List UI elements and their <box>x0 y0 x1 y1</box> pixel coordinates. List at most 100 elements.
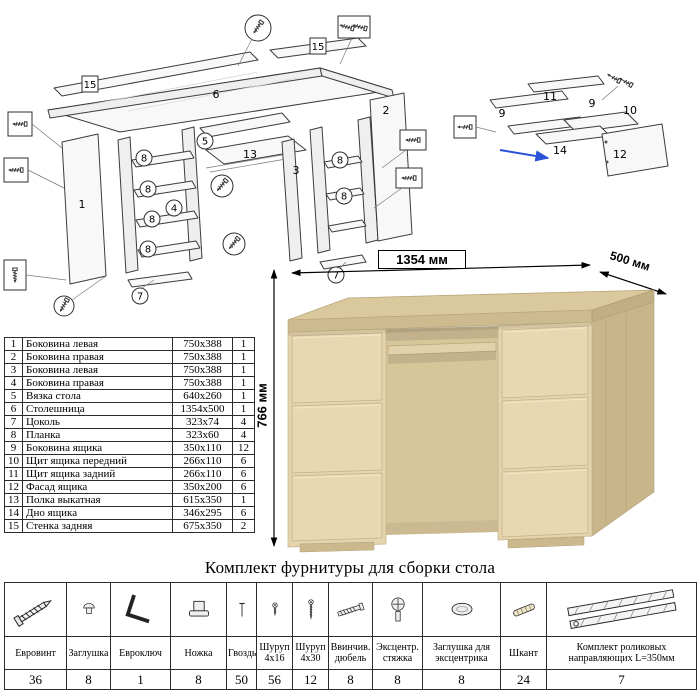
callout-9-a: 9 <box>499 107 506 120</box>
part-name: Щит ящика передний <box>22 454 173 468</box>
callout-15-a: 15 <box>84 80 97 91</box>
part-qty: 12 <box>232 441 255 455</box>
part-size: 750x388 <box>172 376 233 390</box>
part-name: Боковина левая <box>22 337 173 351</box>
part-num: 4 <box>4 376 23 390</box>
nail-icon <box>238 602 245 618</box>
part-num: 15 <box>4 519 23 533</box>
part-num: 11 <box>4 467 23 481</box>
part-qty: 2 <box>232 519 255 533</box>
part-size: 1354x500 <box>172 402 233 416</box>
callout-6: 6 <box>213 88 220 101</box>
part-num: 7 <box>4 415 23 429</box>
part-num: 13 <box>4 493 23 507</box>
part-size: 323x60 <box>172 428 233 442</box>
callout-14: 14 <box>553 144 567 157</box>
hardware-icons-row <box>4 582 697 637</box>
callout-8-b: 8 <box>145 185 151 196</box>
part-num: 8 <box>4 428 23 442</box>
hardware-name: Шкант <box>500 636 547 670</box>
callout-7-left: 7 <box>137 292 143 303</box>
hardware-qty: 36 <box>4 669 67 690</box>
callout-15-b: 15 <box>312 42 325 53</box>
part-num: 2 <box>4 350 23 364</box>
part-qty: 1 <box>232 402 255 416</box>
cam-lock-icon <box>390 597 405 621</box>
wood-dowel-icon <box>512 603 535 616</box>
callout-10: 10 <box>623 104 637 117</box>
hardware-qty: 50 <box>226 669 257 690</box>
part-qty: 1 <box>232 350 255 364</box>
part-size: 350x110 <box>172 441 233 455</box>
hardware-detail-callouts <box>3 14 427 317</box>
part-size: 675x350 <box>172 519 233 533</box>
callout-3: 3 <box>293 164 300 177</box>
hardware-qty-row: 36 8 1 8 50 56 12 8 8 8 24 7 <box>4 669 697 690</box>
part-qty: 6 <box>232 506 255 520</box>
hardware-qty: 24 <box>500 669 547 690</box>
part-qty: 1 <box>232 493 255 507</box>
callout-9-b: 9 <box>589 97 596 110</box>
exploded-diagram-main: 15 15 6 2 1 3 13 5 8 8 8 8 4 7 8 <box>3 14 427 317</box>
part-size: 266x110 <box>172 454 233 468</box>
callout-8-e: 8 <box>337 156 343 167</box>
callout-13: 13 <box>243 148 257 161</box>
part-name: Фасад ящика <box>22 480 173 494</box>
callout-4: 4 <box>171 204 177 215</box>
hardware-qty: 7 <box>546 669 697 690</box>
keyboard-tray <box>387 341 497 356</box>
part-name: Боковина левая <box>22 363 173 377</box>
hardware-qty: 8 <box>328 669 373 690</box>
hardware-kit-title: Комплект фурнитуры для сборки стола <box>204 558 496 577</box>
part-name: Боковина правая <box>22 350 173 364</box>
hardware-qty: 1 <box>110 669 171 690</box>
part-size: 750x388 <box>172 337 233 351</box>
height-dimension-label: 766 мм <box>254 383 270 428</box>
part-name: Полка выкатная <box>22 493 173 507</box>
part-name: Боковина ящика <box>22 441 173 455</box>
callout-5: 5 <box>202 137 208 148</box>
part-name: Планка <box>22 428 173 442</box>
part-size: 640x260 <box>172 389 233 403</box>
cam-cap-icon <box>451 602 472 615</box>
part-size: 350x200 <box>172 480 233 494</box>
part-num: 6 <box>4 402 23 416</box>
part-qty: 6 <box>232 467 255 481</box>
callout-8-d: 8 <box>145 245 151 256</box>
part-name: Дно ящика <box>22 506 173 520</box>
part-num: 1 <box>4 337 23 351</box>
foot-icon <box>188 600 209 616</box>
desk-body <box>287 289 655 553</box>
left-pedestal-parts <box>117 126 203 288</box>
left-pedestal-drawers <box>291 332 383 542</box>
part-num: 14 <box>4 506 23 520</box>
callout-1: 1 <box>79 198 86 211</box>
hardware-name: Заглушка для эксцентрика <box>422 636 501 670</box>
hardware-name: Евроключ <box>110 636 171 670</box>
part-name: Щит ящика задний <box>22 467 173 481</box>
hardware-name: Шуруп 4x30 <box>292 636 329 670</box>
hardware-kit-table: Евровинт Заглушка Евроключ Ножка Гвоздь … <box>4 582 697 690</box>
part-num: 5 <box>4 389 23 403</box>
part-size: 750x388 <box>172 350 233 364</box>
drawer-number-callouts: 11 9 9 10 14 12 <box>499 90 638 161</box>
right-pedestal-drawers <box>501 325 589 538</box>
hardware-name: Ножка <box>170 636 227 670</box>
part-qty: 1 <box>232 389 255 403</box>
hardware-qty: 8 <box>422 669 501 690</box>
eurovint-icon <box>12 599 52 627</box>
hardware-qty: 56 <box>256 669 293 690</box>
hardware-name: Заглушка <box>66 636 111 670</box>
hardware-qty: 8 <box>66 669 111 690</box>
hardware-name: Гвоздь <box>226 636 257 670</box>
part-qty: 4 <box>232 415 255 429</box>
part-size: 346x295 <box>172 506 233 520</box>
